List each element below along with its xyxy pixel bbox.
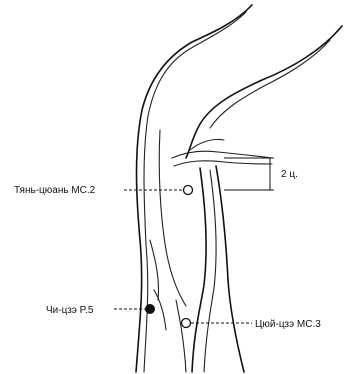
tian-quan-label: Тянь-цюань MC.2 [14, 185, 96, 196]
armpit-fold-2 [174, 161, 272, 166]
biceps-contour [159, 130, 186, 306]
tian-quan-marker [184, 186, 193, 195]
point-chi-ze: Чи-цзэ P.5 [46, 305, 155, 317]
elbow-crease [154, 290, 166, 330]
chi-ze-marker [146, 305, 155, 314]
chi-ze-label: Чи-цзэ P.5 [46, 305, 94, 316]
qu-ze-marker [182, 319, 191, 328]
qu-ze-label: Цюй-цзэ MC.3 [255, 319, 321, 330]
distance-label: 2 ц. [281, 169, 298, 180]
arm-outline [136, 5, 342, 372]
shoulder-contour [186, 26, 342, 158]
arm-outer-contour [136, 5, 252, 372]
forearm-line [176, 300, 186, 372]
point-tian-quan: Тянь-цюань MC.2 [14, 185, 193, 196]
armpit-fold-3 [190, 139, 224, 150]
chest-contour [216, 166, 244, 372]
point-qu-ze: Цюй-цзэ MC.3 [182, 319, 322, 331]
arm-inner-contour [192, 168, 206, 372]
